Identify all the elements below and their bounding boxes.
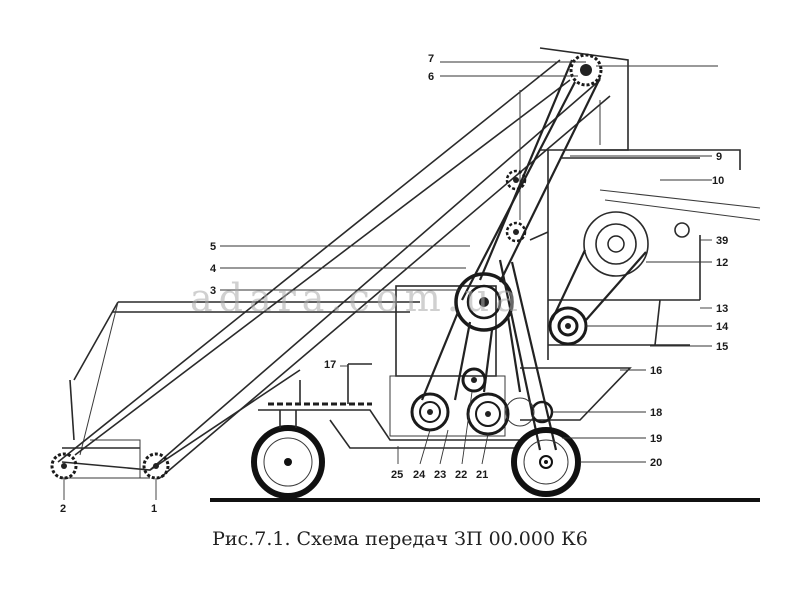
front-wheel: [251, 410, 325, 499]
rear-wheel: [511, 427, 581, 497]
central-drive-pulley: [454, 272, 514, 332]
callout-16: 16: [650, 365, 662, 377]
sprocket-2: [50, 452, 78, 480]
callout-1: 1: [151, 503, 157, 515]
callout-15: 15: [716, 341, 728, 353]
callout-3: 3: [210, 285, 216, 297]
callout-22: 22: [455, 469, 467, 481]
callout-24: 24: [413, 469, 426, 481]
callout-14: 14: [716, 321, 729, 333]
callout-19: 19: [650, 433, 662, 445]
pulley-10: [674, 222, 690, 238]
elevator-boom: [57, 47, 629, 479]
callout-25: 25: [391, 469, 403, 481]
callout-4: 4: [210, 263, 217, 275]
idler-sprocket-lower: [505, 221, 527, 243]
callout-18: 18: [650, 407, 662, 419]
callout-13: 13: [716, 303, 728, 315]
pulley-14: [548, 306, 588, 346]
drum-12: [583, 211, 649, 277]
callout-12: 12: [716, 257, 728, 269]
callout-5: 5: [210, 241, 216, 253]
callout-7: 7: [428, 53, 434, 65]
callout-6: 6: [428, 71, 434, 83]
callout-21: 21: [476, 469, 488, 481]
idler-sprocket-upper: [505, 169, 527, 191]
callout-20: 20: [650, 457, 662, 469]
callout-17: 17: [324, 359, 336, 371]
sprocket-1: [142, 452, 170, 480]
pulley-21: [466, 392, 510, 436]
callout-labels: 1 2 3 4 5 6 7 9 10 39 12 13 14 15 16 17 …: [60, 53, 729, 515]
hopper-section: [520, 149, 761, 421]
watermark: adara.com.ua: [190, 276, 524, 320]
belt-12-14: [551, 249, 586, 321]
callout-9: 9: [716, 151, 722, 163]
leader-lines: [63, 61, 718, 500]
callout-10: 10: [712, 175, 724, 187]
callout-39: 39: [716, 235, 728, 247]
callout-2: 2: [60, 503, 66, 515]
belt-12-14-return: [585, 251, 647, 321]
pulley-24: [410, 392, 450, 432]
figure-caption: Рис.7.1. Схема передач ЗП 00.000 К6: [212, 528, 588, 550]
chassis: [258, 363, 520, 449]
elevator-chain: [461, 59, 601, 301]
callout-23: 23: [434, 469, 446, 481]
pulley-22: [461, 367, 487, 393]
top-sprocket: [569, 53, 603, 87]
